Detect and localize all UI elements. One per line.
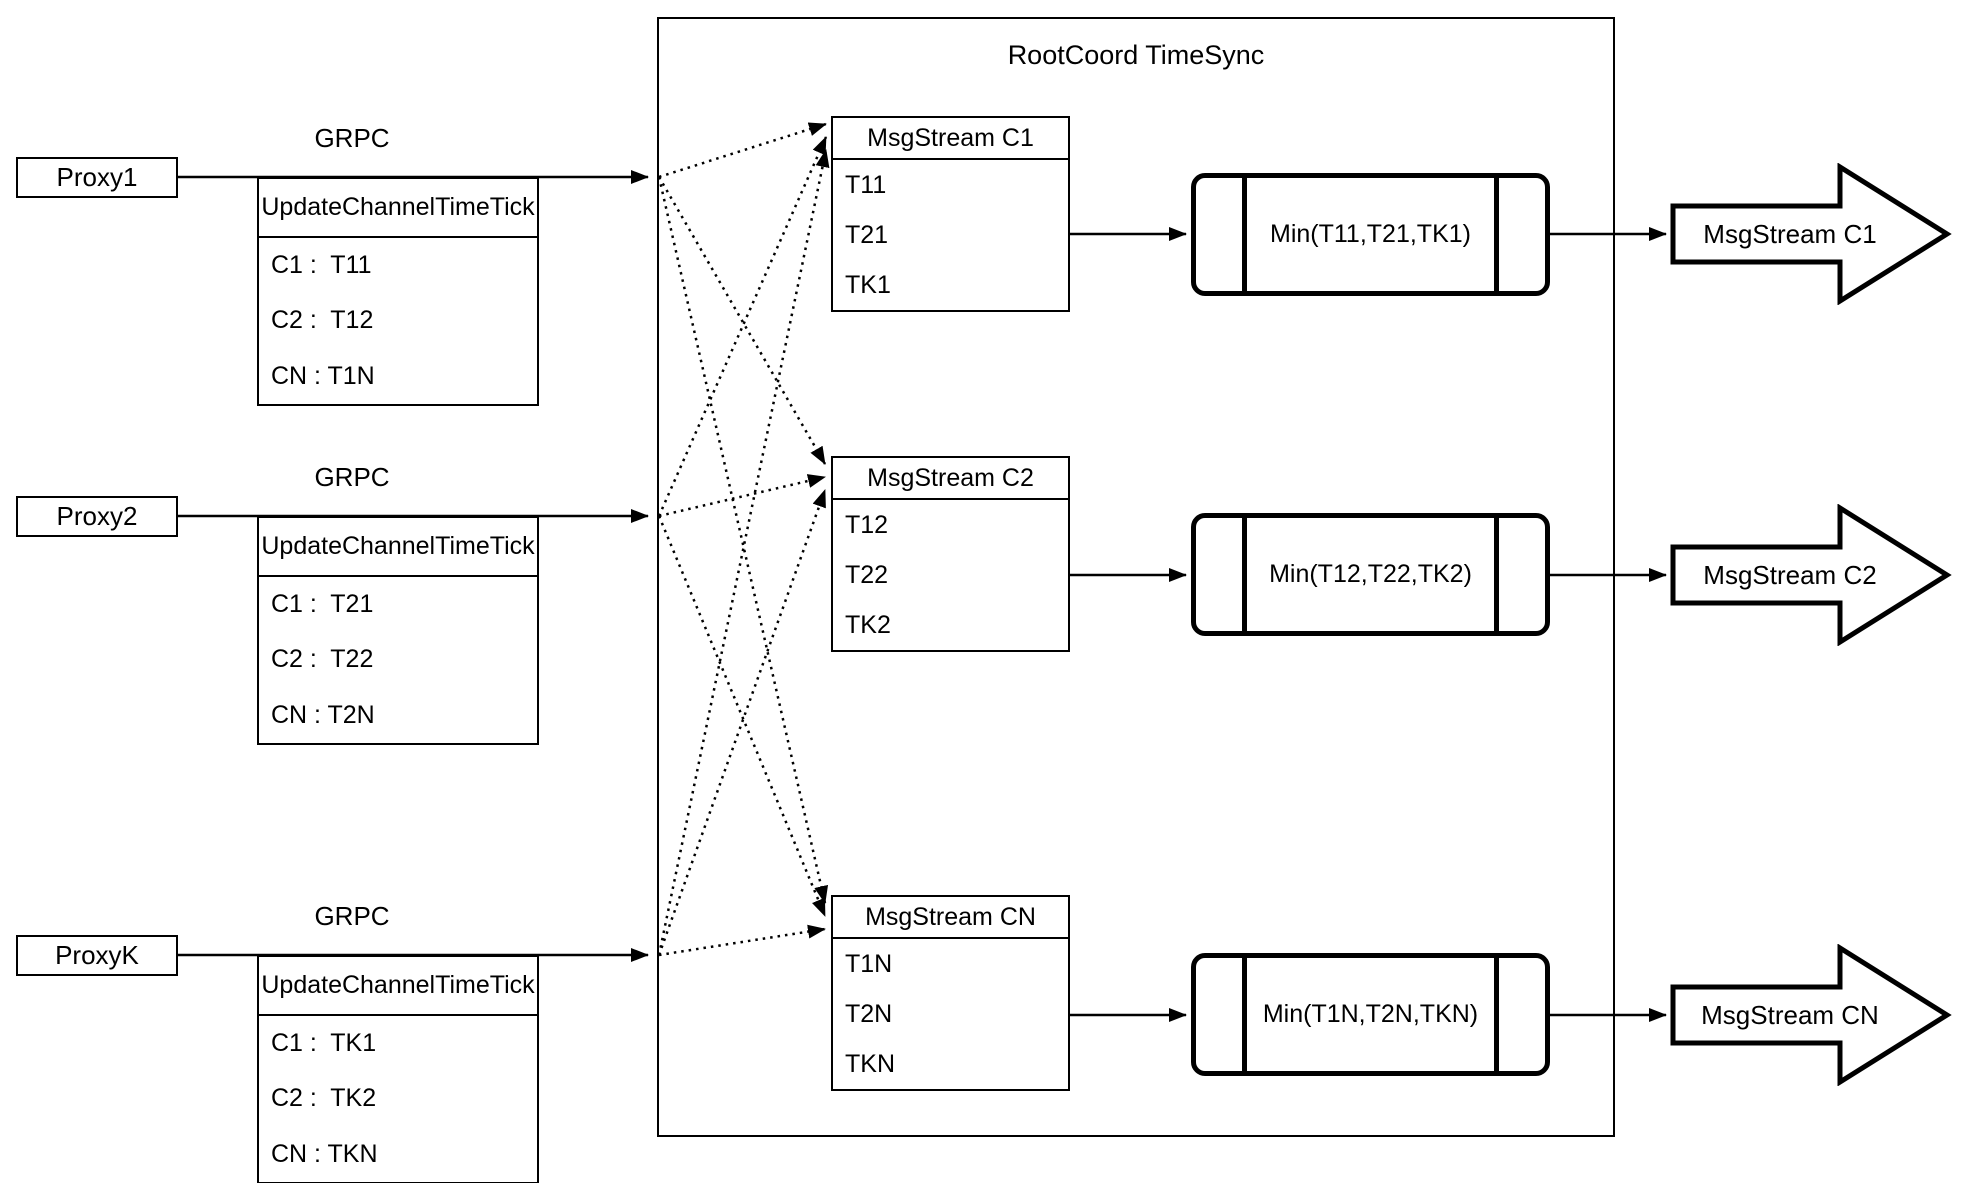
msgstream-table-c2-title: MsgStream C2 <box>833 458 1068 500</box>
min-box-c1: Min(T11,T21,TK1) <box>1191 173 1550 296</box>
min-box-divider <box>1242 518 1247 631</box>
uctt-table-1-row: CN : T1N <box>271 361 375 390</box>
min-box-divider <box>1494 958 1499 1071</box>
msgstream-table-cn-row: T1N <box>845 949 893 978</box>
min-box-divider <box>1242 178 1247 291</box>
output-arrow-cn-label: MsgStream CN <box>1701 999 1879 1030</box>
uctt-table-1-title: UpdateChannelTimeTick <box>259 179 537 238</box>
proxy2-box: Proxy2 <box>16 496 178 537</box>
msgstream-table-c2-row: T22 <box>845 560 889 589</box>
output-arrow-cn: MsgStream CN <box>1670 944 1952 1086</box>
min-box-cn-label: Min(T1N,T2N,TKN) <box>1262 1000 1479 1028</box>
proxy2-label: Proxy2 <box>56 501 138 531</box>
uctt-table-2-row: C1 : T21 <box>271 590 374 619</box>
right-arrow-shape <box>1670 944 1952 1086</box>
min-box-divider <box>1494 518 1499 631</box>
output-arrow-c2: MsgStream C2 <box>1670 504 1952 646</box>
min-box-divider <box>1494 178 1499 291</box>
grpc-label-3: GRPC <box>314 901 390 931</box>
min-box-divider <box>1242 958 1247 1071</box>
proxyk-label: ProxyK <box>55 940 139 970</box>
grpc-label-1: GRPC <box>314 123 390 153</box>
proxyk-box: ProxyK <box>16 935 178 976</box>
msgstream-table-c1: MsgStream C1 T11 T21 TK1 <box>831 116 1070 312</box>
uctt-table-3-title: UpdateChannelTimeTick <box>259 957 537 1016</box>
uctt-table-2: UpdateChannelTimeTick C1 : T21 C2 : T22 … <box>257 516 539 745</box>
right-arrow-shape <box>1670 504 1952 646</box>
min-box-cn: Min(T1N,T2N,TKN) <box>1191 953 1550 1076</box>
output-arrow-c1-label: MsgStream C1 <box>1703 218 1877 249</box>
msgstream-table-cn-row: T2N <box>845 999 893 1028</box>
msgstream-table-cn-title: MsgStream CN <box>833 897 1068 939</box>
min-box-c2: Min(T12,T22,TK2) <box>1191 513 1550 636</box>
uctt-table-3-row: CN : TKN <box>271 1139 378 1168</box>
msgstream-table-c1-title: MsgStream C1 <box>833 118 1068 160</box>
uctt-table-1-row: C1 : T11 <box>271 251 372 280</box>
grpc-label-2: GRPC <box>314 462 390 492</box>
msgstream-table-c1-row: T11 <box>845 170 887 199</box>
uctt-table-3-row: C1 : TK1 <box>271 1029 377 1058</box>
msgstream-table-c2: MsgStream C2 T12 T22 TK2 <box>831 456 1070 652</box>
msgstream-table-c2-row: TK2 <box>845 610 891 639</box>
output-arrow-c2-label: MsgStream C2 <box>1703 559 1877 590</box>
uctt-table-3-row: C2 : TK2 <box>271 1084 377 1113</box>
uctt-table-2-row: CN : T2N <box>271 700 375 729</box>
uctt-table-2-title: UpdateChannelTimeTick <box>259 518 537 577</box>
output-arrow-c1: MsgStream C1 <box>1670 163 1952 305</box>
msgstream-table-c1-row: TK1 <box>845 270 891 299</box>
uctt-table-3: UpdateChannelTimeTick C1 : TK1 C2 : TK2 … <box>257 955 539 1183</box>
rootcoord-title: RootCoord TimeSync <box>1007 40 1265 70</box>
uctt-table-2-row: C2 : T22 <box>271 645 374 674</box>
msgstream-table-c2-row: T12 <box>845 510 889 539</box>
uctt-table-1-row: C2 : T12 <box>271 306 374 335</box>
min-box-c2-label: Min(T12,T22,TK2) <box>1269 560 1472 588</box>
uctt-table-1: UpdateChannelTimeTick C1 : T11 C2 : T12 … <box>257 177 539 406</box>
proxy1-box: Proxy1 <box>16 157 178 198</box>
msgstream-table-cn-row: TKN <box>845 1049 895 1078</box>
proxy1-label: Proxy1 <box>56 162 138 192</box>
right-arrow-shape <box>1670 163 1952 305</box>
msgstream-table-cn: MsgStream CN T1N T2N TKN <box>831 895 1070 1091</box>
msgstream-table-c1-row: T21 <box>845 220 889 249</box>
min-box-c1-label: Min(T11,T21,TK1) <box>1270 220 1471 248</box>
